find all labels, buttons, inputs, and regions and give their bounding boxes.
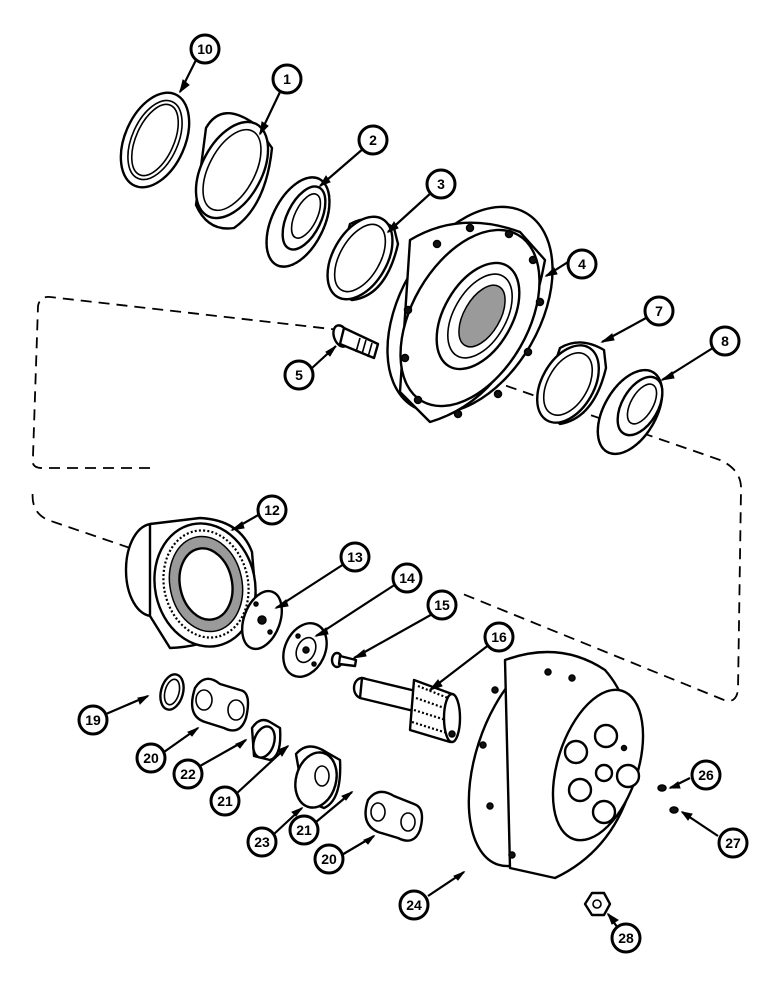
callout-19: 19 [77,704,109,736]
callout-26: 26 [690,759,722,791]
part-15-bolt [330,651,358,669]
svg-text:15: 15 [434,597,450,613]
callout-24: 24 [398,889,430,921]
part-5-wheel-stud [332,324,380,360]
callout-3: 3 [425,168,457,200]
part-14-retainer-plate [282,622,328,678]
part-13-thrust-washer [241,589,283,651]
callout-20-upper: 20 [135,742,167,774]
svg-text:19: 19 [85,712,101,728]
part-16-axle-shaft [352,676,462,744]
part-28-nut [583,891,612,917]
callout-1: 1 [271,63,303,95]
part-7-bearing-cup [536,341,608,426]
callout-20-lower: 20 [313,843,345,875]
callout-23: 23 [246,826,278,858]
assembly-group-outline [31,296,742,702]
svg-text:12: 12 [264,502,280,518]
callout-15: 15 [426,589,458,621]
svg-text:22: 22 [180,766,196,782]
callout-16: 16 [483,621,515,653]
svg-text:28: 28 [618,930,634,946]
part-22-bushing [250,718,282,762]
part-1-bearing-cup [194,112,274,230]
callout-5: 5 [283,359,315,391]
part-3-bearing-cup [326,215,400,302]
svg-text:20: 20 [321,851,337,867]
svg-text:5: 5 [295,367,303,383]
callout-21-upper: 21 [209,785,241,817]
svg-text:3: 3 [437,176,445,192]
svg-text:4: 4 [578,256,586,272]
part-20-spacer-plate-lower [364,790,424,842]
callout-28: 28 [610,922,642,954]
callout-7: 7 [643,295,675,327]
part-10-seal-ring [119,91,191,189]
svg-text:8: 8 [721,333,729,349]
leader-arrowheads [137,79,693,925]
svg-text:26: 26 [698,767,714,783]
callout-13: 13 [339,541,371,573]
callout-10: 10 [189,33,221,65]
svg-text:21: 21 [296,822,312,838]
callout-21-lower: 21 [288,814,320,846]
svg-text:16: 16 [491,629,507,645]
svg-text:13: 13 [347,549,363,565]
part-24-planet-carrier [467,650,645,880]
part-20-spacer-plate-upper [190,677,250,732]
svg-text:2: 2 [369,132,377,148]
callout-27: 27 [717,827,749,859]
svg-text:7: 7 [655,303,663,319]
part-8-bearing-cone [596,368,664,456]
part-27-plug [669,806,679,814]
callout-2: 2 [357,124,389,156]
svg-text:10: 10 [197,41,213,57]
svg-text:21: 21 [217,793,233,809]
part-4-wheel-hub [386,205,554,424]
part-19-snap-ring [159,673,185,711]
svg-text:14: 14 [399,570,415,586]
part-2-bearing-cone [265,176,331,268]
svg-text:20: 20 [143,750,159,766]
callout-22: 22 [172,758,204,790]
part-12-ring-gear [124,516,258,650]
callout-14: 14 [391,562,423,594]
callout-8: 8 [709,325,741,357]
part-26-plug [657,784,667,792]
svg-text:23: 23 [254,834,270,850]
svg-text:24: 24 [406,897,422,913]
part-23-planet-gear [294,745,342,810]
svg-text:27: 27 [725,835,741,851]
callout-4: 4 [566,248,598,280]
svg-text:1: 1 [283,71,291,87]
callout-12: 12 [256,494,288,526]
